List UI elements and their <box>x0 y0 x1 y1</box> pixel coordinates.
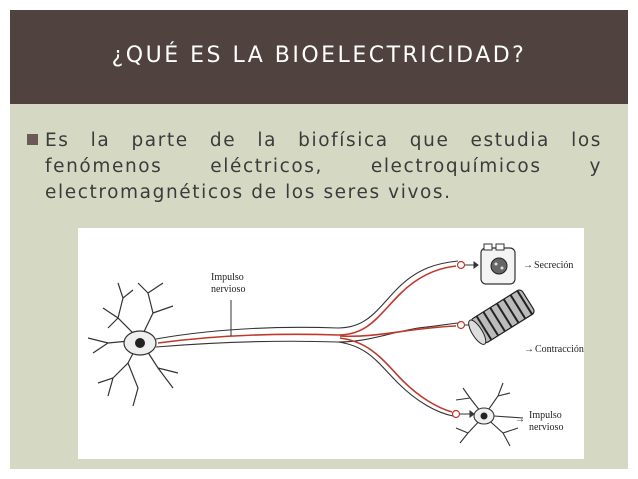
secretory-cell <box>480 243 516 285</box>
impulse-path <box>157 265 457 413</box>
secretion-label: Secreción <box>534 260 573 271</box>
impulse2-label-line2: nervioso <box>529 422 563 433</box>
contraction-label: Contracción <box>535 344 584 355</box>
slide-title: ¿QUÉ ES LA BIOELECTRICIDAD? <box>111 42 527 68</box>
impulse-label-line1: Impulso <box>211 272 244 283</box>
bullet-text: Es la parte de la biofísica que estudia … <box>45 130 602 203</box>
nucleus <box>135 338 145 348</box>
bullet-item: Es la parte de la biofísica que estudia … <box>27 128 602 206</box>
arrow-glyph-2: → <box>524 344 534 355</box>
impulse2-label-line1: Impulso <box>529 410 562 421</box>
muscle-fiber <box>468 289 535 345</box>
square-bullet-icon <box>27 134 38 145</box>
impulse-label-line2: nervioso <box>211 284 245 295</box>
second-nucleus <box>480 412 488 420</box>
terminal-buttons <box>451 260 466 419</box>
dendrites <box>87 282 179 407</box>
arrow-glyph: → <box>523 260 533 271</box>
neuron-figure: Impulso nervioso → <box>78 228 584 459</box>
neuron-diagram: Impulso nervioso → <box>87 243 584 447</box>
slide: ¿QUÉ ES LA BIOELECTRICIDAD? Es la parte … <box>10 10 628 469</box>
title-bar: ¿QUÉ ES LA BIOELECTRICIDAD? <box>10 10 628 104</box>
arrow-glyph-3: → <box>515 414 525 425</box>
second-neuron-dendrites <box>455 382 524 447</box>
